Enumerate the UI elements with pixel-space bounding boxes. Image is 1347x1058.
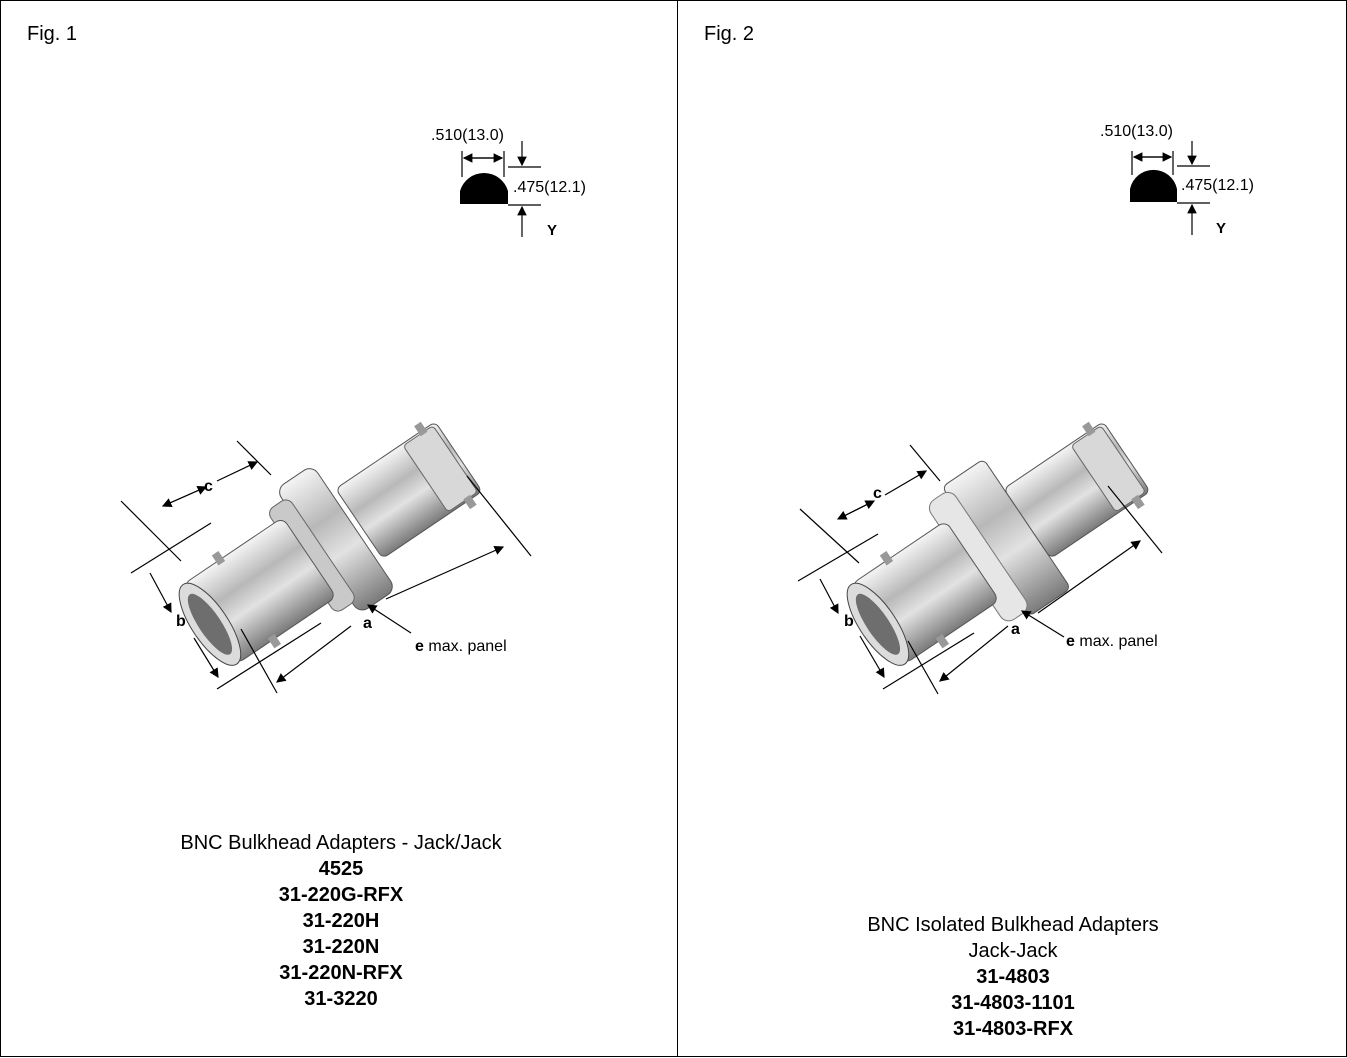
part-number: 31-220G-RFX	[278, 884, 404, 906]
connector-dimension-lines	[120, 440, 532, 694]
part-number: 31-4803	[976, 966, 1050, 988]
dim-height-label: .475(12.1)	[513, 179, 586, 196]
figure-2-drawing	[797, 141, 1210, 695]
d-hole-diagram	[460, 141, 541, 237]
figure-caption: BNC Isolated Bulkhead Adapters Jack-Jack…	[773, 912, 1253, 1042]
dim-width-label: .510(13.0)	[1100, 123, 1173, 140]
figure-label: Fig. 2	[704, 23, 755, 45]
figure-caption: BNC Bulkhead Adapters - Jack/Jack 4525 3…	[101, 830, 581, 1012]
dim-letter-b: b	[844, 613, 854, 630]
caption-subtitle: Jack-Jack	[968, 940, 1058, 962]
bnc-connector-image	[178, 421, 481, 666]
part-number: 31-220H	[302, 910, 380, 932]
part-number: 31-3220	[304, 988, 378, 1010]
dim-letter-c: c	[873, 485, 882, 502]
panel-note: e max. panel	[1066, 633, 1158, 650]
dim-flat-label: Y	[547, 222, 558, 239]
caption-title: BNC Isolated Bulkhead Adapters	[867, 914, 1159, 936]
part-number: 31-4803-RFX	[952, 1018, 1074, 1040]
figure-panel-2: Fig. 2	[677, 0, 1347, 1057]
part-number: 31-220N	[302, 936, 380, 958]
dim-letter-a: a	[1011, 621, 1020, 638]
dim-width-label: .510(13.0)	[431, 127, 504, 144]
figure-label: Fig. 1	[27, 23, 78, 45]
figure-1-drawing	[120, 141, 541, 694]
dim-letter-b: b	[176, 613, 186, 630]
caption-title: BNC Bulkhead Adapters - Jack/Jack	[180, 832, 502, 854]
dim-flat-label: Y	[1216, 220, 1227, 237]
d-hole-diagram	[1130, 141, 1210, 235]
connector-dimension-lines	[797, 444, 1163, 695]
part-number: 31-220N-RFX	[279, 962, 403, 984]
bnc-connector-image	[846, 421, 1149, 666]
part-number: 31-4803-1101	[951, 992, 1075, 1014]
figure-panel-1: Fig. 1	[0, 0, 678, 1057]
dim-letter-a: a	[363, 615, 372, 632]
panel-note: e max. panel	[415, 638, 507, 655]
dim-height-label: .475(12.1)	[1181, 177, 1254, 194]
part-number: 4525	[318, 858, 364, 880]
dim-letter-c: c	[204, 478, 213, 495]
